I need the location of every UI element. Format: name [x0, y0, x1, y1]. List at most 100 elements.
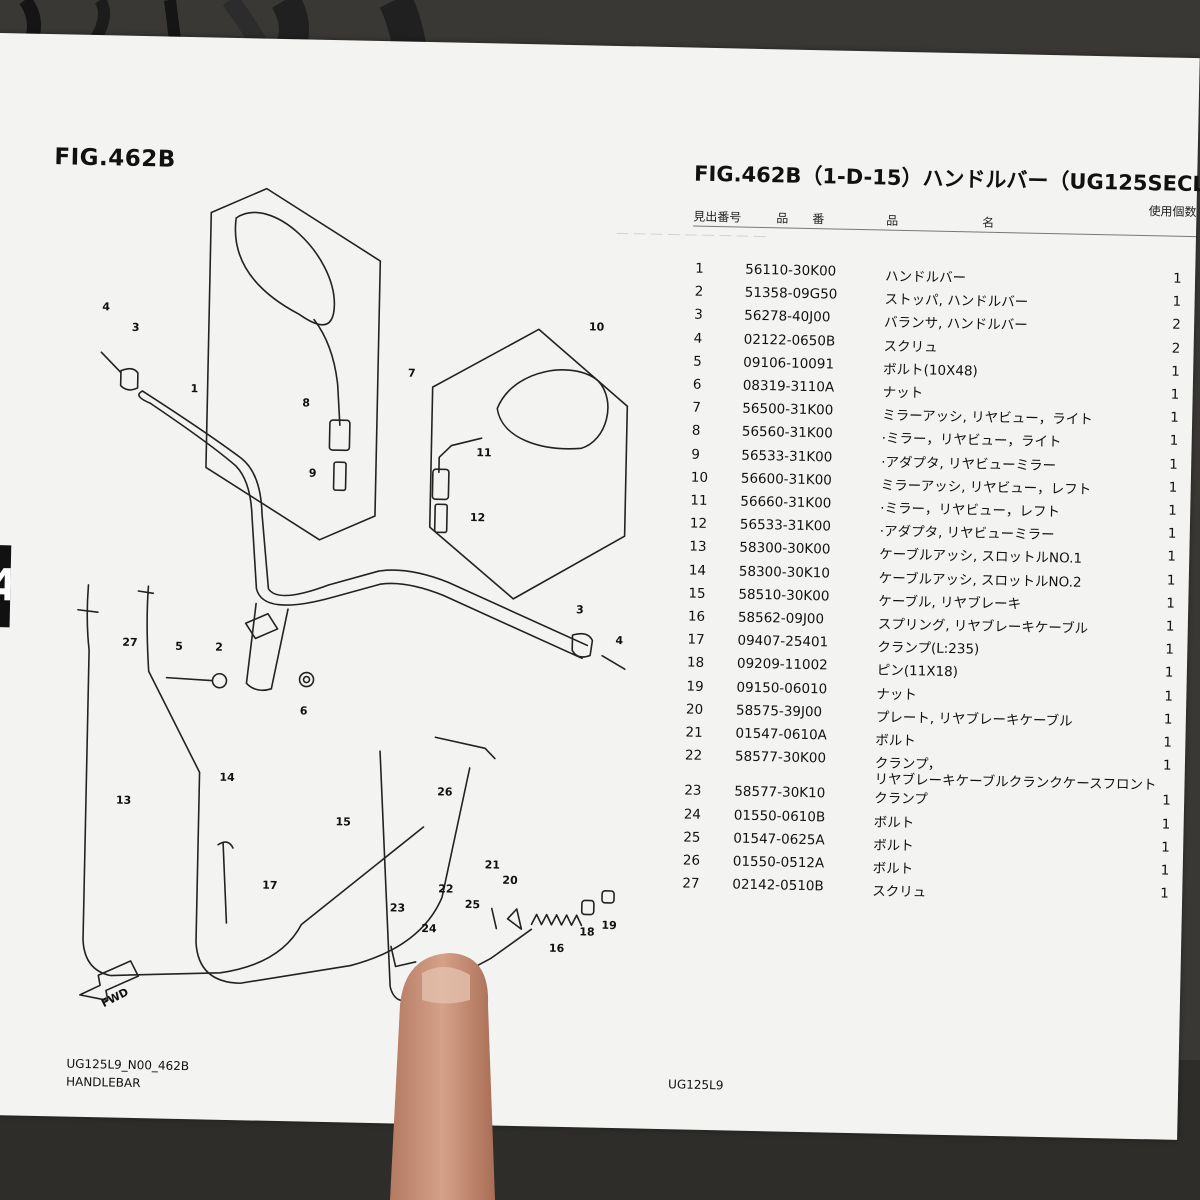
- part-description: ナット: [882, 384, 924, 402]
- part-quantity: 1: [1162, 792, 1171, 810]
- part-quantity: 1: [1168, 479, 1178, 496]
- part-description: クランプ(L:235): [877, 639, 980, 658]
- part-description: バランサ, ハンドルバー: [883, 314, 1028, 334]
- mirror-10-frame: [428, 328, 629, 600]
- part-quantity: 1: [1169, 432, 1179, 450]
- part-ref: 9: [691, 446, 701, 463]
- part-ref: 17: [687, 631, 705, 649]
- part-quantity: 1: [1167, 548, 1177, 566]
- exploded-diagram: FWD 4 3 1 7 8 9 10 11 12 3 4 5 2 6 27 13…: [77, 187, 629, 1010]
- part-number: 01547-0610A: [735, 725, 828, 744]
- callout-6: 6: [300, 704, 308, 717]
- part-number: 56278-40J00: [744, 308, 831, 326]
- callout-4b: 4: [615, 634, 623, 647]
- part-description: ケーブルアッシ, スロットルNO.1: [879, 546, 1083, 568]
- part-quantity: 1: [1163, 734, 1173, 751]
- part-quantity: 1: [1169, 456, 1178, 473]
- part-ref: 19: [686, 678, 704, 695]
- part-number: 56533-31K00: [739, 516, 832, 535]
- part-description: ピン(11X18): [876, 662, 959, 681]
- part-number: 58300-30K10: [738, 563, 831, 582]
- part-ref: 7: [692, 399, 702, 416]
- part-description: ナット: [876, 686, 918, 703]
- part-quantity: 1: [1166, 595, 1176, 612]
- part-description: プレート, リヤブレーキケーブル: [875, 709, 1073, 730]
- part-number: 01547-0625A: [733, 830, 825, 849]
- part-description: スクリュ: [872, 883, 927, 901]
- callout-27: 27: [122, 636, 138, 649]
- part-description: ストッパ, ハンドルバー: [884, 291, 1029, 311]
- part-quantity: 1: [1171, 363, 1180, 380]
- callout-13: 13: [116, 794, 132, 807]
- part-quantity: 1: [1170, 386, 1180, 403]
- callout-9: 9: [309, 467, 317, 480]
- part-ref: 12: [689, 515, 708, 533]
- part-quantity: 2: [1171, 340, 1181, 357]
- part-number: 58510-30K00: [738, 586, 830, 605]
- part-ref: 5: [693, 353, 703, 370]
- part-description: ケーブル, リヤブレーキ: [878, 593, 1022, 613]
- part-ref: 3: [694, 306, 704, 324]
- part-ref: 14: [688, 562, 707, 579]
- part-quantity: 1: [1164, 664, 1174, 682]
- part-quantity: 1: [1160, 885, 1169, 902]
- part-description: ·アダプタ, リヤビューミラー: [881, 454, 1057, 474]
- part-ref: 2: [694, 283, 704, 300]
- part-quantity: 1: [1165, 641, 1175, 658]
- part-ref: 26: [682, 852, 701, 869]
- part-ref: 10: [690, 469, 709, 486]
- part-quantity: 1: [1164, 688, 1174, 705]
- part-quantity: 2: [1171, 317, 1181, 334]
- part-quantity: 1: [1161, 839, 1170, 856]
- part-ref: 13: [689, 538, 707, 556]
- callout-19: 19: [601, 919, 617, 932]
- part-description: ハンドルバー: [884, 268, 967, 287]
- part-number: 58577-30K10: [734, 783, 826, 802]
- part-ref: 1: [695, 260, 704, 277]
- part-description: ミラーアッシ, リヤビュー，レフト: [880, 477, 1092, 498]
- callout-22: 22: [438, 882, 454, 895]
- part-number: 56600-31K00: [740, 470, 833, 489]
- part-quantity: 1: [1161, 816, 1171, 833]
- part-ref: 8: [691, 422, 701, 440]
- callout-8: 8: [302, 396, 310, 409]
- callout-20: 20: [502, 874, 518, 887]
- part-ref: 27: [682, 875, 700, 893]
- part-number: 56110-30K00: [745, 261, 837, 280]
- part-ref: 24: [683, 806, 702, 823]
- callout-25: 25: [465, 898, 481, 911]
- part-number: 01550-0512A: [732, 853, 825, 872]
- part-quantity: 1: [1167, 525, 1177, 542]
- callout-3: 3: [132, 321, 140, 334]
- part-ref: 4: [693, 330, 703, 347]
- part-number: 02122-0650B: [743, 331, 836, 350]
- callout-1: 1: [190, 382, 198, 395]
- callout-7: 7: [408, 367, 416, 380]
- callout-18: 18: [579, 925, 595, 938]
- callout-17: 17: [262, 879, 278, 892]
- part-number: 56660-31K00: [740, 493, 832, 512]
- part-ref: 25: [683, 829, 701, 846]
- footer-left-code: UG125L9_N00_462B: [66, 1056, 190, 1074]
- callout-2: 2: [215, 641, 223, 654]
- part-description: クランプ: [873, 790, 928, 808]
- part-ref: 21: [685, 724, 703, 741]
- callout-5: 5: [175, 640, 183, 653]
- part-ref: 23: [684, 782, 702, 800]
- part-ref: 6: [692, 376, 702, 393]
- part-number: 56560-31K00: [741, 424, 833, 442]
- part-ref: 11: [690, 492, 708, 509]
- callout-3b: 3: [576, 603, 584, 616]
- part-number: 56533-31K00: [741, 447, 833, 466]
- parts-catalog-page: FIG.462B 4 — — — — — — — — —: [0, 33, 1200, 1140]
- part-quantity: 1: [1162, 757, 1172, 774]
- mirror-7-frame: [205, 187, 382, 541]
- part-quantity: 1: [1172, 293, 1182, 310]
- callout-4: 4: [102, 300, 110, 313]
- part-number: 51358-09G50: [744, 284, 838, 303]
- part-ref: 20: [685, 701, 704, 718]
- part-number: 09209-11002: [736, 655, 828, 674]
- part-number: 09150-06010: [736, 679, 828, 698]
- part-ref: 15: [688, 585, 706, 602]
